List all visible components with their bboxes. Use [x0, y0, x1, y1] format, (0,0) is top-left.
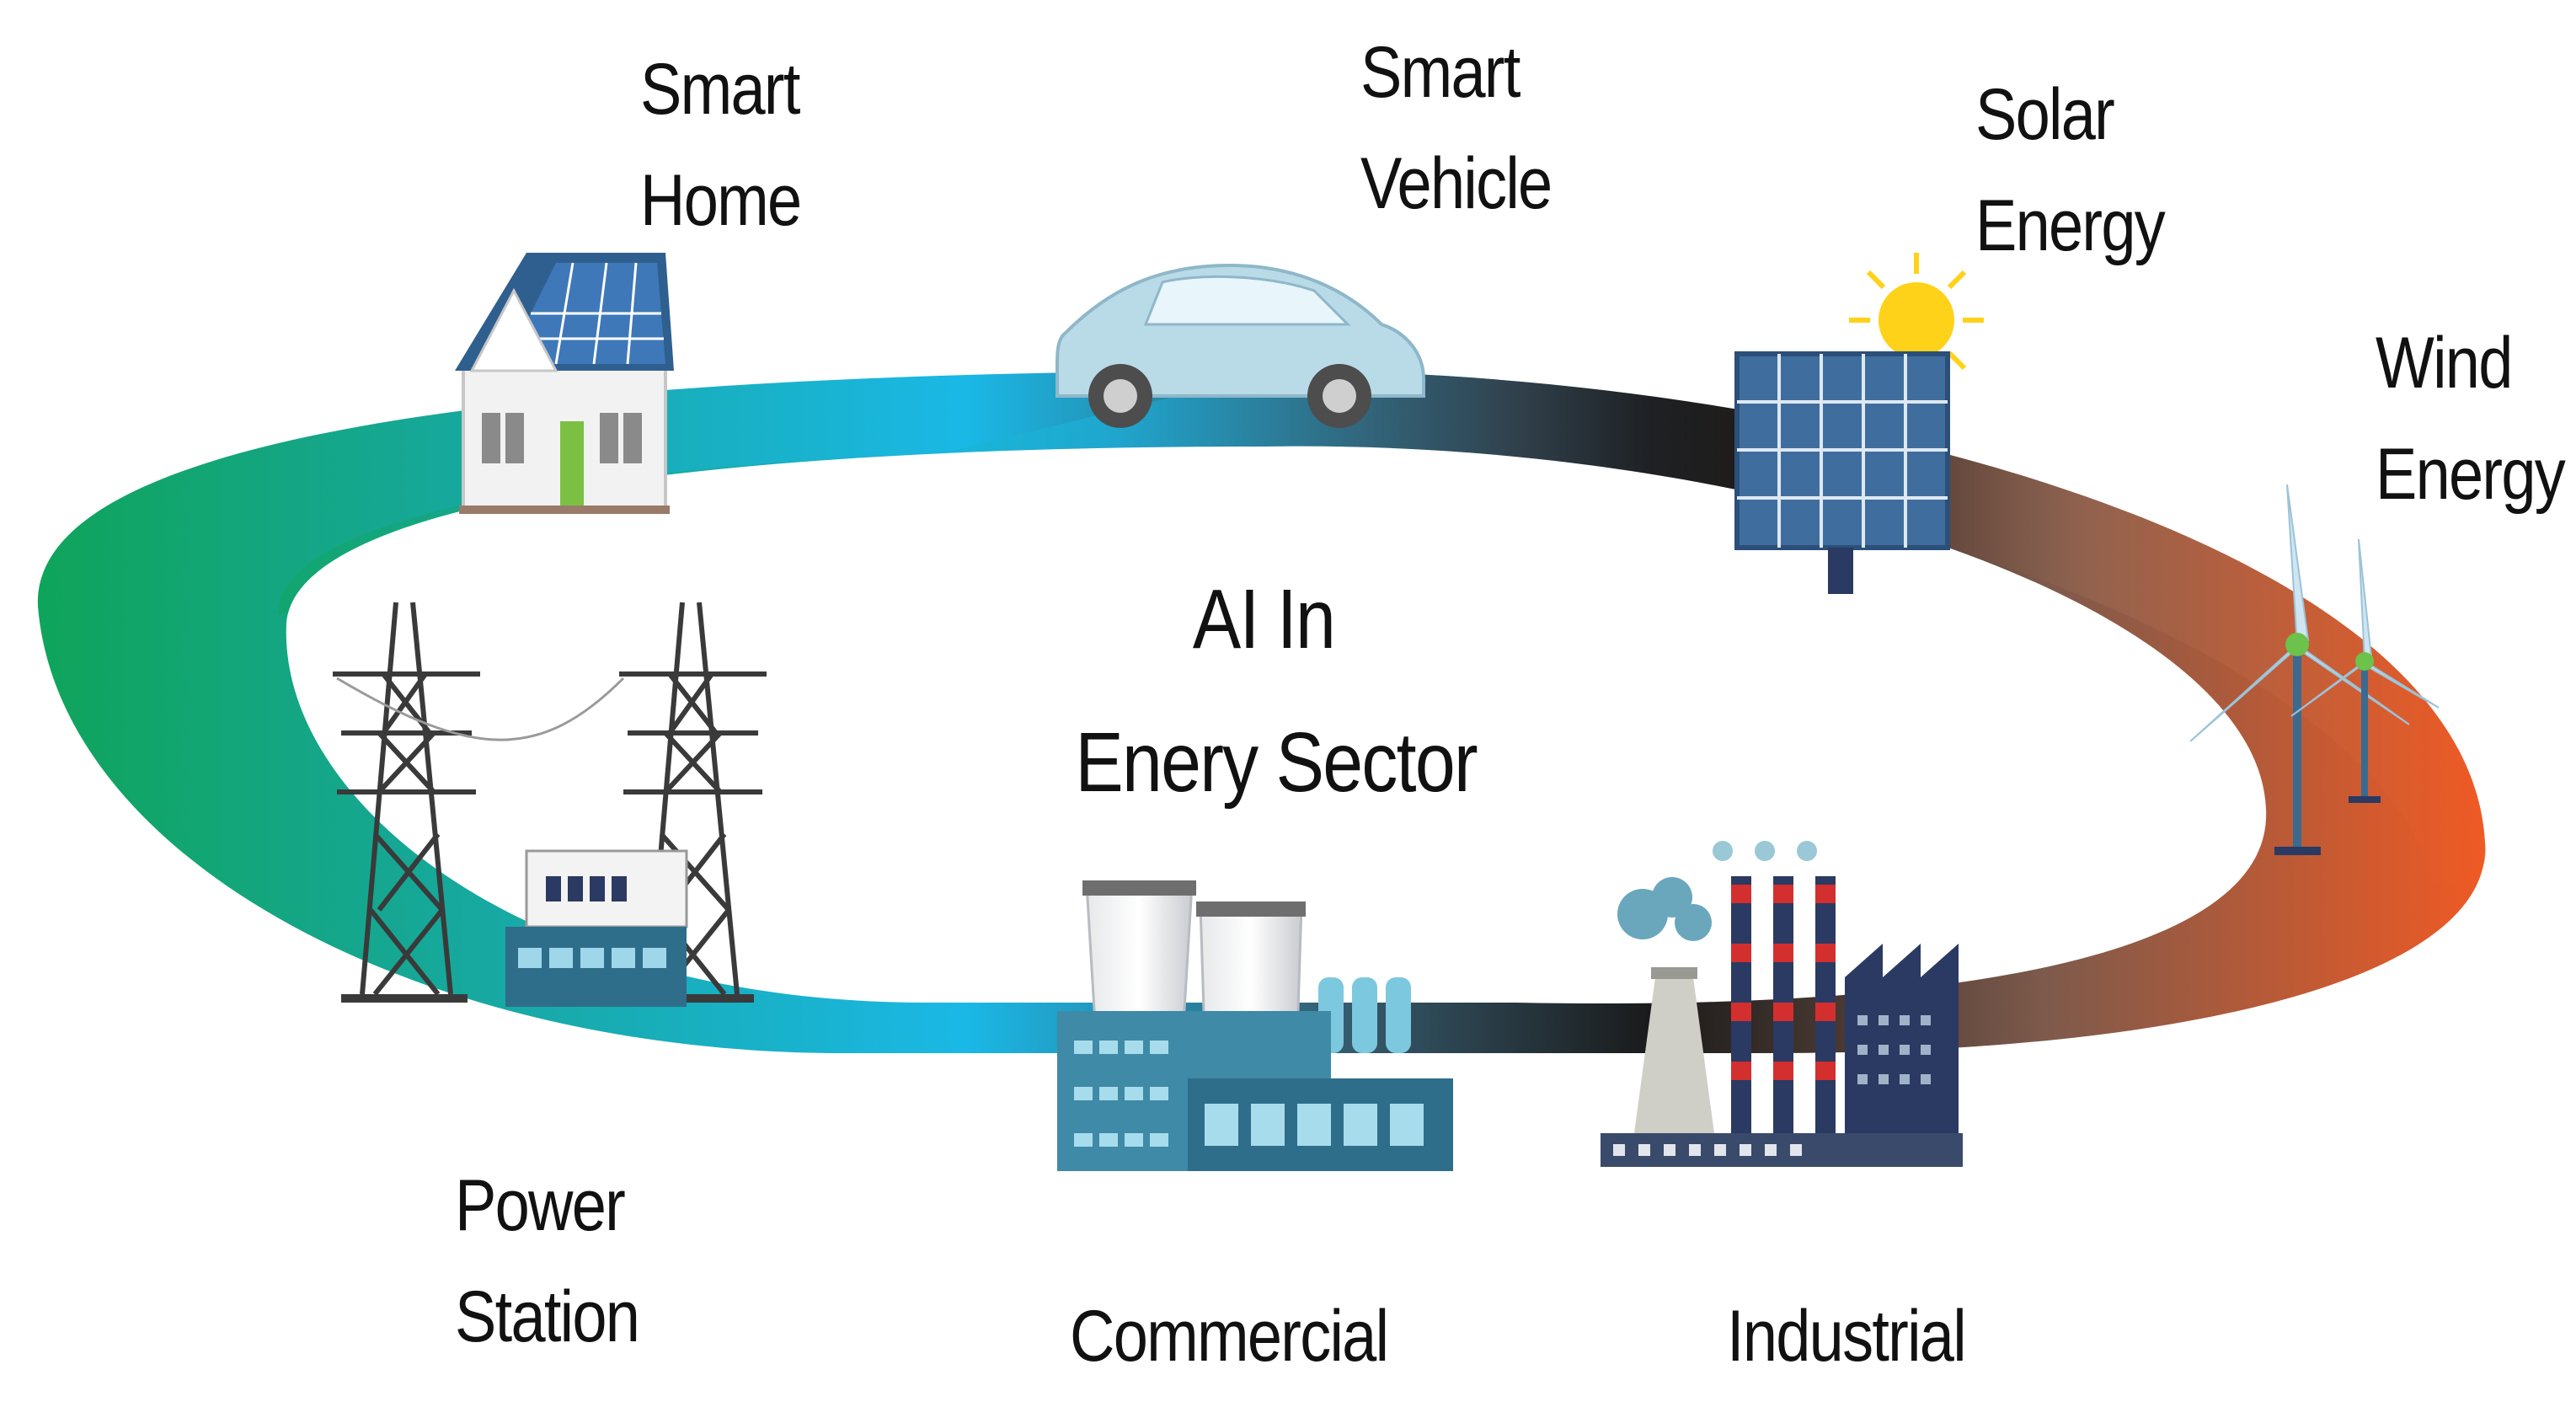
smokestacks — [1713, 841, 1836, 1133]
factory-icon — [1601, 841, 1963, 1167]
wind-turbine-icon — [2189, 484, 2440, 855]
transmission-tower-icon — [333, 602, 767, 1003]
label-smart-home: Smart Home — [640, 49, 802, 241]
label-industrial: Industrial — [1727, 1296, 1967, 1377]
sun-icon — [1849, 253, 1984, 388]
label-commercial: Commercial — [1070, 1296, 1389, 1377]
label-power-station: Power Station — [455, 1165, 640, 1357]
label-smart-vehicle: Smart Vehicle — [1360, 32, 1553, 224]
car-icon — [1056, 263, 1425, 428]
label-solar-energy: Solar Energy — [1975, 74, 2166, 266]
solar-panel-icon — [1734, 253, 1984, 594]
commercial-plant-icon — [1057, 880, 1453, 1171]
house-with-solar-roof-icon — [455, 253, 674, 514]
label-wind-energy: Wind Energy — [2376, 323, 2566, 515]
substation-icon — [505, 849, 688, 1007]
center-title: AI In Enery Sector — [1075, 572, 1478, 810]
